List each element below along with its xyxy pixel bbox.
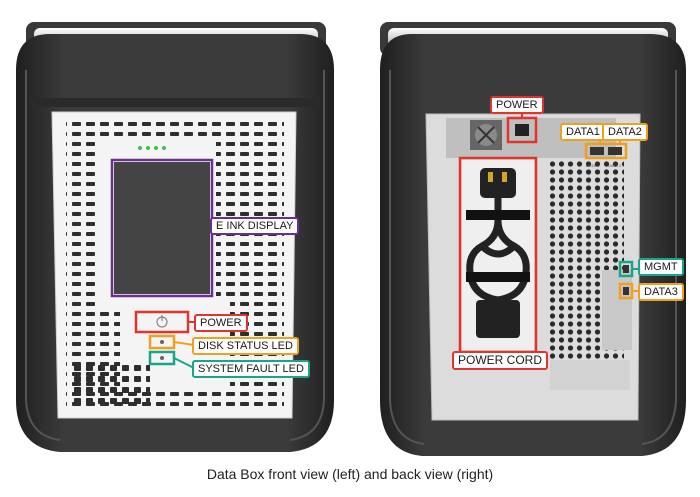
data1-data2-ports: DATA 1 DATA 2 — [584, 140, 628, 168]
disk-status-led — [160, 340, 164, 344]
data2-label: DATA2 — [602, 123, 648, 141]
power-switch — [515, 124, 529, 136]
data3-label: DATA3 — [638, 283, 684, 301]
power-cord-icon — [466, 168, 530, 338]
status-dots — [138, 146, 166, 150]
power-icon — [156, 315, 168, 328]
eink-display-label: E INK DISPLAY — [210, 217, 300, 235]
mgmt-port — [623, 265, 629, 273]
eink-display-screen — [114, 162, 210, 294]
data1-label: DATA1 — [560, 123, 606, 141]
front-power-label: POWER — [194, 314, 248, 332]
data1-silkscreen: DATA 1 — [586, 163, 600, 168]
system-fault-led-label: SYSTEM FAULT LED — [192, 360, 310, 378]
data2-silkscreen: DATA 2 — [608, 163, 622, 168]
disk-status-led-label: DISK STATUS LED — [192, 337, 299, 355]
mgmt-label: MGMT — [638, 258, 684, 276]
fan-icon — [470, 120, 502, 150]
system-fault-led — [160, 356, 164, 360]
back-power-label: POWER — [490, 96, 544, 114]
figure-caption: Data Box front view (left) and back view… — [206, 466, 494, 482]
back-view: DATA 1 DATA 2 — [380, 22, 686, 456]
power-cord-label: POWER CORD — [452, 351, 548, 370]
data3-port — [623, 287, 629, 295]
